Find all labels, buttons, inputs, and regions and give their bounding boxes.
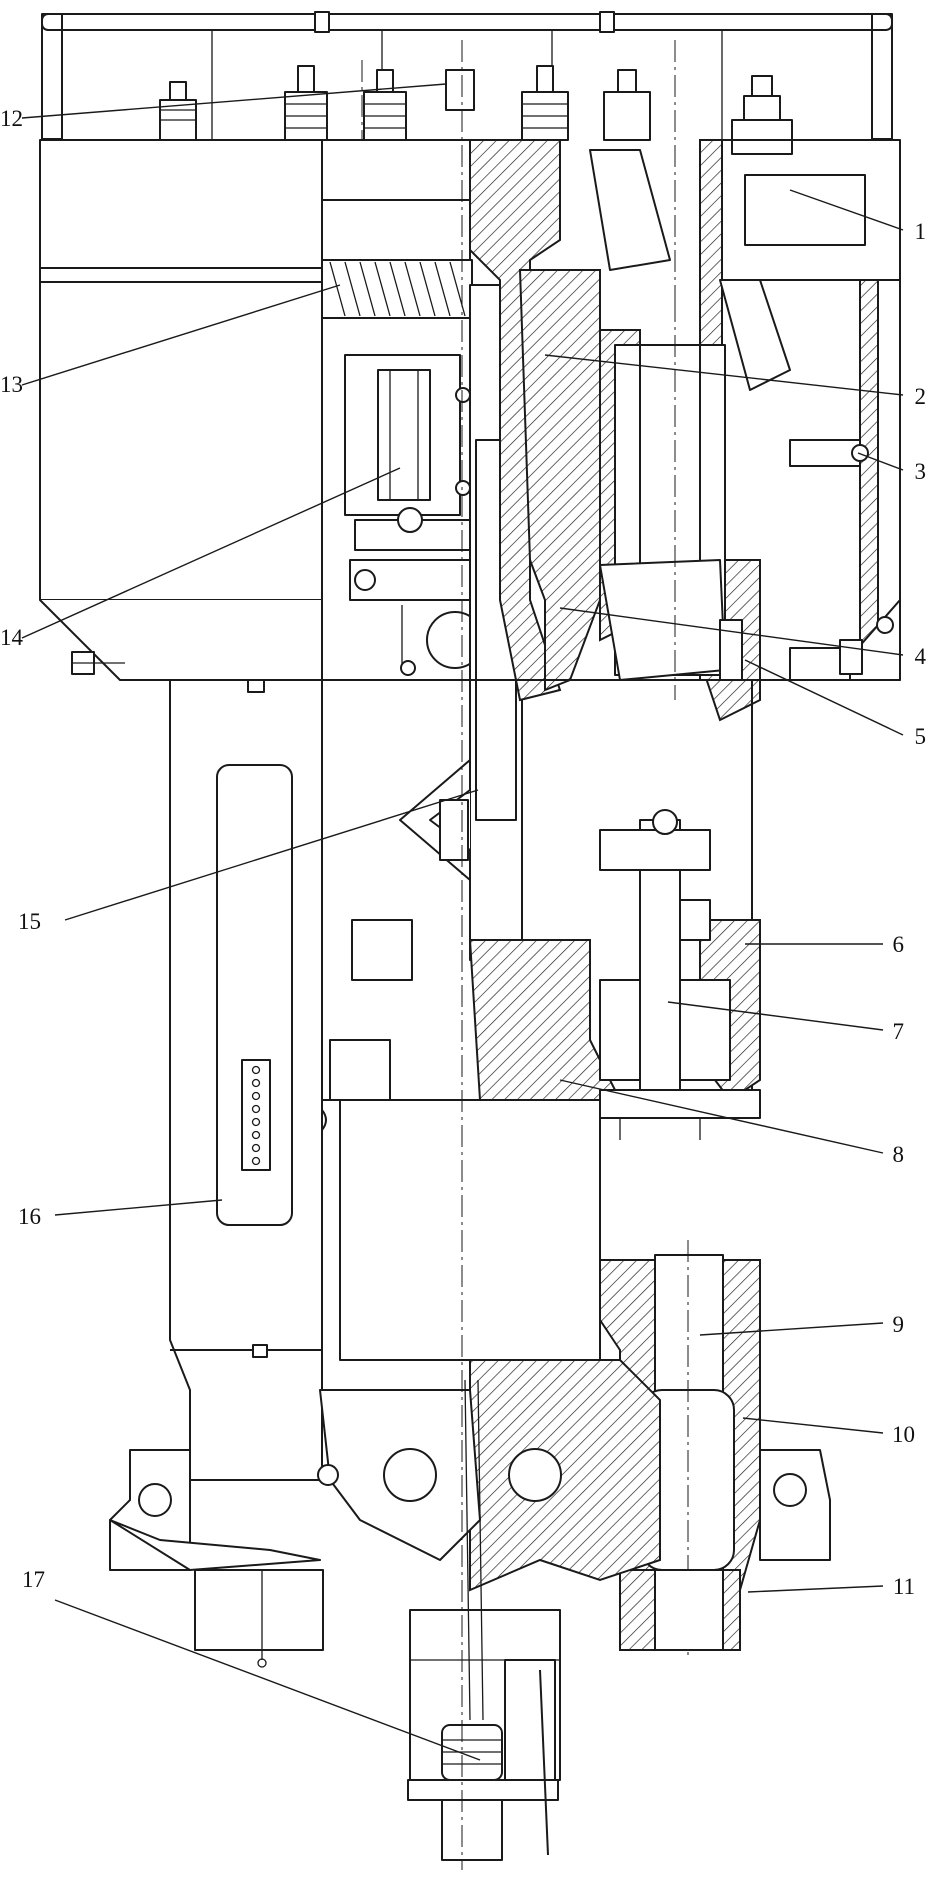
callout-15: 15 [18, 909, 41, 934]
lower-brackets [109, 1449, 831, 1668]
left-column-16 [169, 679, 323, 1481]
bottom-insulator-17 [407, 1379, 561, 1861]
gear-13 [321, 259, 473, 319]
leader-lines [21, 83, 904, 1761]
top-stud-12 [445, 69, 475, 111]
callout-5: 5 [915, 724, 927, 749]
lower-cylinder-block [321, 1099, 601, 1361]
callout-6: 6 [893, 932, 905, 957]
callout-16: 16 [18, 1204, 41, 1229]
centerlines [361, 40, 676, 1870]
inner-mechanism-14 [344, 354, 484, 676]
terminal-e [603, 69, 651, 141]
terminal-a [159, 81, 197, 141]
callout-2: 2 [915, 384, 927, 409]
piston-chamber [599, 300, 743, 700]
callout-13: 13 [0, 372, 23, 397]
terminal-b [284, 65, 328, 141]
callout-11: 11 [893, 1574, 915, 1599]
middle-section [321, 679, 761, 1140]
callout-1: 1 [915, 219, 927, 244]
callout-3: 3 [915, 459, 927, 484]
terminal-c [363, 69, 407, 141]
callout-4: 4 [915, 644, 927, 669]
callout-7: 7 [893, 1019, 905, 1044]
terminal-f [731, 75, 793, 155]
callout-labels: 12 13 14 15 16 17 1 2 3 4 5 6 7 8 9 10 1… [0, 106, 927, 1599]
terminal-d [521, 65, 569, 141]
callout-9: 9 [893, 1312, 905, 1337]
upper-left-housing [39, 139, 471, 681]
callout-8: 8 [893, 1142, 905, 1167]
callout-12: 12 [0, 106, 23, 131]
lower-casting [317, 1359, 661, 1592]
callout-14: 14 [0, 625, 24, 650]
callout-17: 17 [22, 1567, 45, 1592]
callout-10: 10 [892, 1422, 915, 1447]
